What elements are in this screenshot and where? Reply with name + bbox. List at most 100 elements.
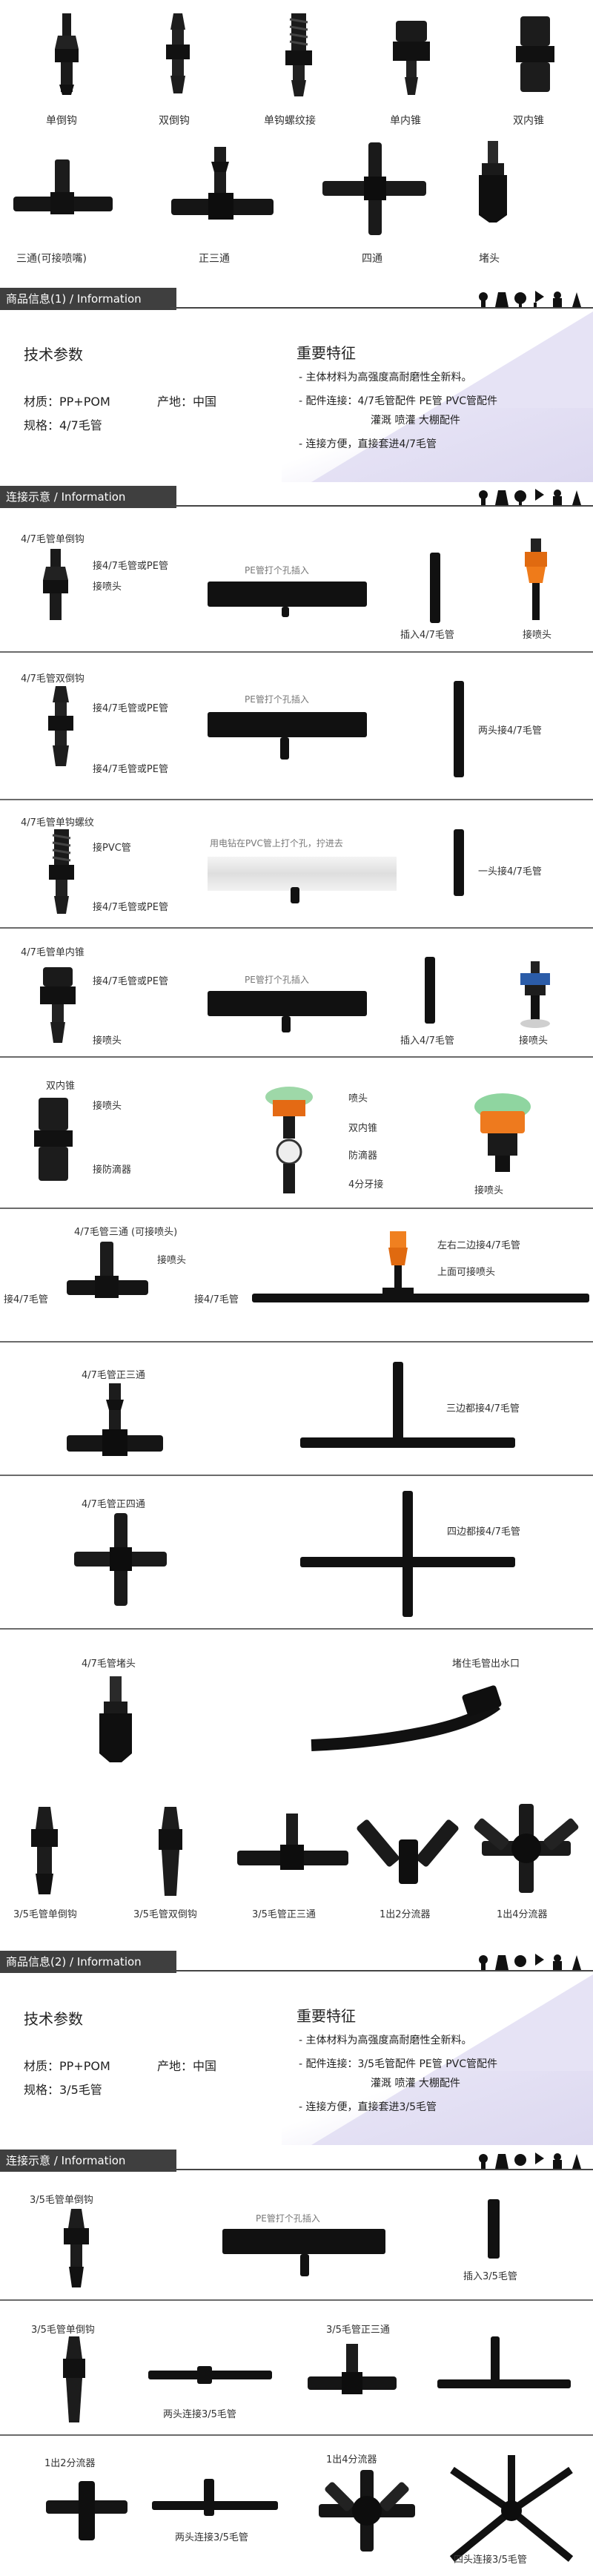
part-label-4: 4分牙接 (348, 1179, 384, 1190)
mid-label-5: 1出4分流器 (497, 1909, 548, 1920)
product-double-barb-image (166, 13, 190, 93)
divider (0, 1341, 593, 1343)
fitting-35-double-barb-image (63, 2336, 85, 2422)
divider (0, 1628, 593, 1630)
tee-pipe-v (491, 2336, 500, 2382)
callout-a: 接4/7毛管或PE管 (93, 561, 168, 572)
spec-text: 规格：3/5毛管 (24, 2083, 102, 2097)
result-label-1: 堵住毛管出水口 (452, 1658, 520, 1670)
result-label-2: 接喷头 (523, 630, 552, 641)
tee-pipe-v (393, 1362, 403, 1440)
product-35-single-barb-image (31, 1807, 58, 1894)
info-panel-2: 技术参数 材质：PP+POM 产地：中国 规格：3/5毛管 重要特征 - 主体材… (0, 1974, 593, 2145)
product-double-cone-image (516, 16, 554, 92)
product-single-cone-image (393, 21, 430, 95)
divider (0, 799, 593, 800)
product-threaded-barb-image (285, 13, 312, 96)
nozzle-blue-image (520, 961, 550, 1028)
splitter-pipe-v (204, 2479, 214, 2516)
double-pipe-right (209, 2371, 272, 2379)
mid-label-4: 1出2分流器 (380, 1909, 431, 1920)
block-title-2: 3/5毛管正三通 (326, 2325, 390, 2336)
feature-line-4: - 连接方便，直接套进4/7毛管 (299, 438, 437, 450)
pe-stub (282, 607, 289, 617)
product-label-plug: 堵头 (479, 253, 500, 265)
tee-pipe-h (300, 1437, 515, 1448)
callout-b: 接喷头 (93, 582, 122, 593)
block-title: 双内锥 (46, 1081, 76, 1092)
result-label-1: 两头连接3/5毛管 (163, 2409, 236, 2420)
callout-right: 接4/7毛管 (194, 1294, 239, 1305)
section-title-info-2: 商品信息(2) / Information (0, 1951, 176, 1973)
fitting-cross-image (74, 1513, 167, 1606)
pe-note: PE管打个孔插入 (245, 565, 309, 576)
fitting-double-cone-image (34, 1098, 73, 1181)
nozzle-orange-image (525, 538, 547, 620)
product-label-tee-nozzle: 三通(可接喷嘴) (16, 253, 87, 265)
divider (0, 2434, 593, 2436)
callout-a: 接喷头 (93, 1101, 122, 1112)
product-label-single-cone: 单内锥 (390, 115, 421, 127)
main-pipe (252, 1294, 589, 1302)
block-title: 4/7毛管单倒钩 (21, 534, 85, 545)
divider (0, 1208, 593, 1209)
plugged-pipe-image (311, 1685, 502, 1751)
gardener-silhouette-icon (479, 489, 581, 505)
pe-pipe (208, 991, 367, 1016)
fitting-tee-image (67, 1242, 148, 1298)
material-text: 材质：PP+POM (24, 2059, 110, 2073)
divider (0, 2299, 593, 2301)
pe-pipe (208, 582, 367, 607)
result-label-2: 上面可接喷头 (437, 1267, 496, 1278)
pe-stub (280, 737, 289, 760)
double-pipe-left (148, 2371, 200, 2379)
feature-line-4: - 连接方便，直接套进3/5毛管 (299, 2101, 437, 2113)
product-tee-nozzle-image (13, 159, 113, 214)
divider (0, 1475, 593, 1476)
result-pipe-1 (430, 553, 440, 623)
double-pipe-joint (197, 2366, 212, 2384)
result-label-1: 四边都接4/7毛管 (447, 1526, 520, 1538)
result-label-1: 三边都接4/7毛管 (446, 1403, 520, 1414)
product-label-single-barb: 单倒钩 (46, 115, 77, 127)
callout-a: 接4/7毛管或PE管 (93, 703, 168, 714)
product-cross-image (322, 142, 426, 235)
fitting-1to4-image (319, 2470, 415, 2552)
pe-pipe (208, 712, 367, 737)
origin-text: 产地：中国 (157, 395, 217, 409)
product-35-tee-image (237, 1814, 348, 1870)
fitting-single-cone-image (40, 967, 76, 1043)
result-pipe-1 (488, 2199, 500, 2259)
result-label-1: 两头接4/7毛管 (478, 725, 542, 737)
fitting-equal-tee-image (67, 1383, 163, 1456)
cross-pipe-v (402, 1491, 413, 1617)
pe-pipe (222, 2229, 385, 2254)
feature-line-3: 灌溉 喷灌 大棚配件 (371, 415, 460, 426)
result-label-1: 左右二边接4/7毛管 (437, 1240, 520, 1251)
feature-line-1: - 主体材料为高强度高耐磨性全新料。 (299, 2035, 472, 2046)
feature-line-2: - 配件连接：3/5毛管配件 PE管 PVC管配件 (299, 2058, 498, 2070)
fitting-threaded-image (49, 829, 74, 914)
fitting-35-tee-image (308, 2344, 397, 2394)
callout-a: 接喷头 (157, 1255, 187, 1266)
block-title-2: 1出4分流器 (326, 2454, 377, 2465)
block-title: 4/7毛管堵头 (82, 1658, 136, 1670)
callout-a: 接4/7毛管或PE管 (93, 976, 168, 987)
part-label-3: 防滴器 (348, 1150, 378, 1162)
result-label-1: 插入4/7毛管 (400, 1035, 454, 1047)
sprinkler-assembly-image (265, 1087, 313, 1193)
result-label-1: 插入3/5毛管 (463, 2271, 517, 2282)
feature-line-3: 灌溉 喷灌 大棚配件 (371, 2078, 460, 2089)
result-pipe-1 (454, 681, 464, 777)
callout-b: 接喷头 (93, 1035, 122, 1047)
callout-b: 接4/7毛管或PE管 (93, 764, 168, 775)
pe-stub (282, 1016, 291, 1032)
result-label-2: 四头连接3/5毛管 (454, 2554, 527, 2566)
mid-label-1: 3/5毛管单倒钩 (13, 1909, 77, 1920)
block-title: 1出2分流器 (44, 2458, 96, 2469)
product-label-cross: 四通 (362, 253, 382, 265)
gardener-silhouette-icon (479, 1954, 581, 1970)
feature-title: 重要特征 (296, 344, 356, 362)
product-label-double-barb: 双倒钩 (159, 115, 190, 127)
info-panel-1: 技术参数 材质：PP+POM 产地：中国 规格：4/7毛管 重要特征 - 主体材… (0, 312, 593, 482)
